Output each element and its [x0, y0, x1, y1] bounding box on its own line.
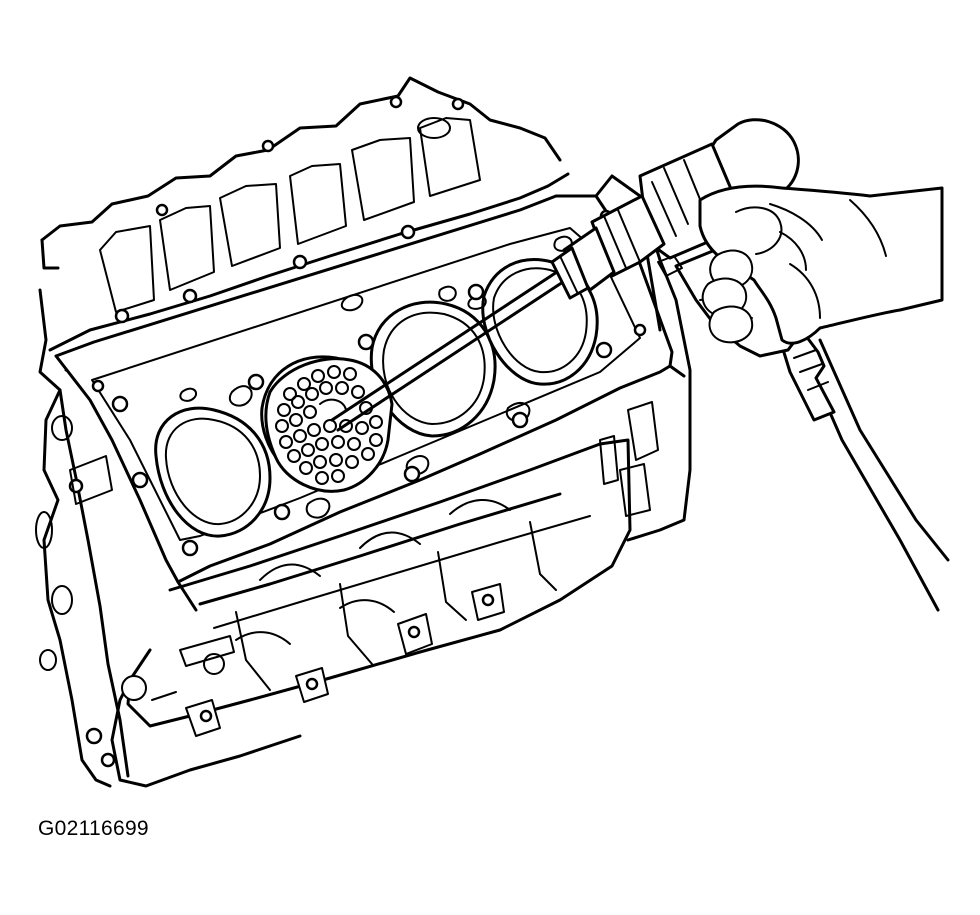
wire-brush-icon — [264, 268, 568, 493]
figure-id-code: G02116699 — [38, 817, 149, 840]
brush-bristles — [275, 365, 383, 485]
power-drill-icon — [550, 118, 950, 612]
